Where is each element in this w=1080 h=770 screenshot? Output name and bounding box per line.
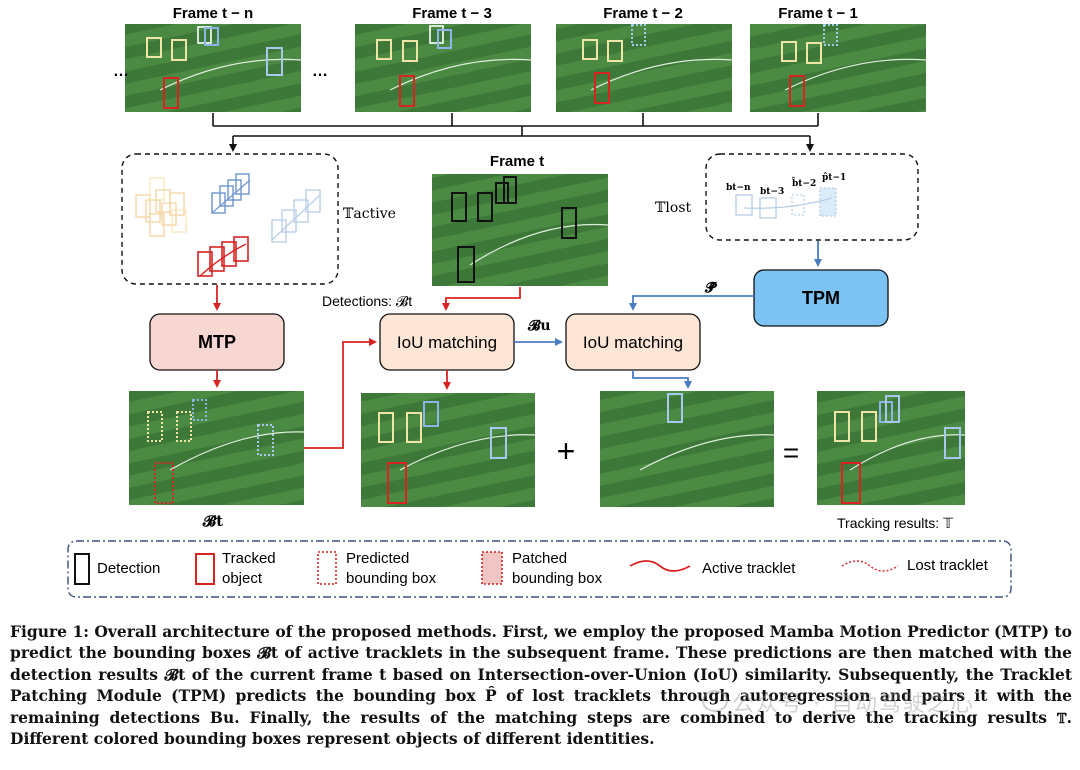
frame-title: Frame t − 3 <box>412 5 492 22</box>
iou-matching-2-label: IoU matching <box>583 333 683 352</box>
plus-sign: + <box>557 433 576 469</box>
p-hat-label: 𝓟̂ <box>704 280 718 296</box>
matched-frame-2 <box>600 391 775 507</box>
mtp-label: MTP <box>198 332 236 352</box>
b-hat-label: 𝓑̂t <box>202 512 223 530</box>
tracking-results-frame <box>817 391 966 505</box>
matched-frame-1 <box>361 393 536 507</box>
legend-predicted-line2: bounding box <box>346 570 437 587</box>
svg-text:Patched bounding box: Patched bounding box <box>512 550 603 587</box>
frame-t-minus-2: Frame t − 2 <box>556 5 733 112</box>
tpm-module: TPM <box>753 269 889 327</box>
legend-predicted-box: Predicted bounding box <box>317 550 437 587</box>
frame-t <box>432 174 609 286</box>
active-tracklets-box <box>121 153 339 285</box>
architecture-diagram: Frame t − n … … Frame t − 3 Frame t − 2 … <box>67 5 1012 598</box>
frame-t-minus-1: Frame t − 1 <box>750 5 927 112</box>
svg-text:Detection: Detection <box>97 560 160 577</box>
flow-arrows <box>213 241 822 449</box>
frame-t-title: Frame t <box>490 153 544 170</box>
svg-text:Tracked object: Tracked object <box>222 550 280 587</box>
legend-patched-box: Patched bounding box <box>481 550 603 587</box>
tpm-label: TPM <box>802 288 840 308</box>
legend-predicted-line1: Predicted <box>346 550 409 567</box>
svg-text:Predicted bounding box: Predicted bounding box <box>346 550 437 587</box>
iou-matching-2: IoU matching <box>565 313 701 371</box>
frame-t-minus-n: Frame t − n <box>125 5 302 112</box>
figure-caption: Figure 1: Overall architecture of the pr… <box>10 622 1072 749</box>
svg-text:Active tracklet: Active tracklet <box>702 560 796 577</box>
lost-b-t2: b̂t−2 <box>792 176 817 189</box>
svg-text:Lost tracklet: Lost tracklet <box>907 557 989 574</box>
lost-b-t3: bt−3 <box>760 187 784 197</box>
lost-tracklets-box <box>705 153 919 241</box>
legend-lost-tracklet: Lost tracklet <box>841 557 989 574</box>
iou-matching-1-label: IoU matching <box>397 333 497 352</box>
lost-b-tn: bt−n <box>726 183 751 193</box>
mtp-module: MTP <box>149 313 285 371</box>
legend: Detection Tracked object Predicted bound… <box>67 540 1012 598</box>
detections-label: Detections: 𝓑t <box>322 293 412 309</box>
ellipsis-middle: … <box>312 63 328 80</box>
lost-p-t1: p̂t−1 <box>822 172 846 183</box>
legend-tracked-object-line1: Tracked <box>222 550 276 567</box>
frames-bracket <box>212 113 819 152</box>
iou-matching-1: IoU matching <box>379 313 515 371</box>
predicted-frame <box>129 391 305 505</box>
legend-patched-line2: bounding box <box>512 570 603 587</box>
legend-tracked-object: Tracked object <box>195 550 280 587</box>
frame-title: Frame t − 1 <box>778 5 858 22</box>
legend-tracked-object-line2: object <box>222 570 263 587</box>
legend-patched-line1: Patched <box>512 550 567 567</box>
legend-detection: Detection <box>74 553 160 585</box>
frame-title: Frame t − 2 <box>603 5 683 22</box>
legend-active-tracklet: Active tracklet <box>629 560 796 577</box>
tracking-results-label: Tracking results: 𝕋 <box>837 515 953 531</box>
frame-t-minus-3: Frame t − 3 <box>355 5 532 112</box>
equals-sign: = <box>783 437 799 468</box>
b-u-label: 𝓑u <box>527 318 551 334</box>
ellipsis-left: … <box>113 63 129 80</box>
t-active-label: 𝕋active <box>343 206 396 222</box>
frame-title: Frame t − n <box>173 5 253 22</box>
t-lost-label: 𝕋lost <box>655 200 692 216</box>
